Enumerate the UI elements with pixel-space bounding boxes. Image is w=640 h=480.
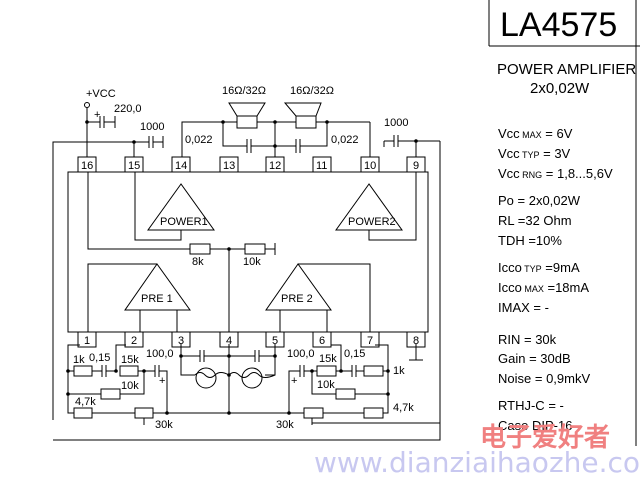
spec-icco-max: Icco MAX =18mA bbox=[498, 280, 589, 295]
svg-text:10k: 10k bbox=[317, 379, 335, 391]
power1-amplifier: POWER1 bbox=[134, 172, 215, 241]
svg-text:0,022: 0,022 bbox=[331, 134, 359, 146]
svg-text:100,0: 100,0 bbox=[146, 348, 174, 360]
pre2-amplifier: PRE 2 bbox=[265, 263, 371, 332]
watermark-url: www.dianziaihaozhe.com bbox=[314, 446, 640, 479]
description-line2: 2x0,02W bbox=[530, 80, 590, 97]
lamp-left bbox=[195, 367, 217, 389]
svg-text:16Ω/32Ω: 16Ω/32Ω bbox=[290, 85, 334, 97]
svg-text:0,15: 0,15 bbox=[344, 348, 365, 360]
spec-rl: RL =32 Ohm bbox=[498, 213, 572, 228]
pin-label: 11 bbox=[316, 160, 327, 172]
svg-text:0,022: 0,022 bbox=[185, 134, 213, 146]
spec-icco-typ: Icco TYP =9mA bbox=[498, 260, 580, 275]
pin-10: 10 bbox=[360, 156, 380, 173]
svg-text:PRE 2: PRE 2 bbox=[281, 293, 313, 305]
pin-13: 13 bbox=[219, 156, 239, 173]
svg-text:1000: 1000 bbox=[384, 117, 408, 129]
pin-label: 3 bbox=[178, 335, 184, 347]
spec-vcc-max: Vcc MAX = 6V bbox=[498, 126, 573, 141]
pin-16: 16 bbox=[77, 156, 97, 173]
pin-14: 14 bbox=[171, 156, 191, 173]
svg-text:30k: 30k bbox=[276, 419, 294, 431]
svg-text:8k: 8k bbox=[192, 256, 204, 268]
spec-po: Po = 2x0,02W bbox=[498, 193, 581, 208]
spec-vcc-rng: Vcc RNG = 1,8...5,6V bbox=[498, 166, 613, 181]
left-input-network: + 1k 0,15 15k 100,0 10k 4,7k 30k bbox=[66, 344, 174, 431]
pin-label: 6 bbox=[319, 335, 325, 347]
speaker-left bbox=[236, 115, 258, 129]
spec-rin: RIN = 30k bbox=[498, 332, 557, 347]
pin-15: 15 bbox=[124, 156, 144, 173]
pin-9: 9 bbox=[406, 156, 426, 173]
top-pin-row: 16 15 14 13 12 11 10 9 bbox=[77, 156, 426, 173]
watermark: 电子爱好者 www.dianziaihaozhe.com bbox=[314, 423, 640, 479]
svg-text:15k: 15k bbox=[319, 353, 337, 365]
pin-6: 6 bbox=[312, 331, 332, 348]
pin-label: 8 bbox=[413, 335, 419, 347]
svg-text:+: + bbox=[159, 375, 165, 387]
svg-text:16Ω/32Ω: 16Ω/32Ω bbox=[222, 85, 266, 97]
pin-label: 7 bbox=[367, 335, 373, 347]
supply-wiring: +VCC + 220,0 1000 1000 bbox=[52, 85, 441, 441]
pin-label: 10 bbox=[364, 160, 376, 172]
feedback-network: 8k 10k bbox=[87, 172, 276, 332]
spec-noise: Noise = 0,9mkV bbox=[498, 371, 590, 386]
svg-text:1000: 1000 bbox=[140, 121, 164, 133]
svg-text:10k: 10k bbox=[121, 380, 139, 392]
output-coupling bbox=[168, 344, 304, 415]
pin-label: 1 bbox=[84, 335, 90, 347]
pin-label: 5 bbox=[272, 335, 278, 347]
pre1-amplifier: PRE 1 bbox=[87, 263, 191, 332]
power2-amplifier: POWER2 bbox=[335, 172, 417, 241]
svg-text:100,0: 100,0 bbox=[287, 348, 315, 360]
spec-imax: IMAX = - bbox=[498, 300, 549, 315]
title-block: LA4575 POWER AMPLIFIER 2x0,02W bbox=[488, 0, 640, 446]
spec-case: Case DIP-16 bbox=[498, 418, 572, 433]
svg-text:220,0: 220,0 bbox=[114, 103, 142, 115]
pin-11: 11 bbox=[312, 156, 332, 173]
svg-text:15k: 15k bbox=[121, 354, 139, 366]
right-input-network: + 15k 0,15 1k 100,0 10k 4,7k 30k bbox=[276, 344, 440, 431]
vcc-terminal bbox=[84, 102, 90, 108]
pin-label: 16 bbox=[81, 160, 93, 172]
svg-text:4,7k: 4,7k bbox=[75, 396, 96, 408]
svg-text:+: + bbox=[94, 109, 100, 121]
pin-2: 2 bbox=[124, 331, 144, 348]
spec-rthj-c: RTHJ-C = - bbox=[498, 398, 564, 413]
spec-vcc-typ: Vcc TYP = 3V bbox=[498, 146, 571, 161]
pin-label: 12 bbox=[269, 160, 281, 172]
pin-12: 12 bbox=[265, 156, 285, 173]
watermark-chinese: 电子爱好者 bbox=[480, 423, 610, 453]
pin-label: 9 bbox=[413, 160, 419, 172]
lamp-right bbox=[241, 367, 263, 389]
svg-text:+: + bbox=[291, 375, 297, 387]
pin-label: 4 bbox=[226, 335, 232, 347]
svg-text:1k: 1k bbox=[73, 354, 85, 366]
pin-label: 2 bbox=[131, 335, 137, 347]
pin-label: 13 bbox=[223, 160, 235, 172]
svg-text:POWER1: POWER1 bbox=[160, 216, 208, 228]
pin-label: 15 bbox=[128, 160, 140, 172]
spec-gain: Gain = 30dB bbox=[498, 351, 571, 366]
svg-text:1k: 1k bbox=[393, 365, 405, 377]
svg-text:4,7k: 4,7k bbox=[393, 402, 414, 414]
resistor-10k bbox=[244, 243, 266, 255]
speaker-right bbox=[295, 115, 317, 129]
pin-1: 1 bbox=[77, 331, 97, 348]
svg-text:POWER2: POWER2 bbox=[348, 216, 396, 228]
svg-text:PRE 1: PRE 1 bbox=[141, 293, 173, 305]
spec-tdh: TDH =10% bbox=[498, 233, 562, 248]
pin-label: 14 bbox=[175, 160, 187, 172]
bottom-pin-row: 1 2 3 4 5 6 7 8 bbox=[77, 331, 426, 348]
spec-list: Vcc MAX = 6V Vcc TYP = 3V Vcc RNG = 1,8...… bbox=[498, 126, 613, 433]
svg-text:10k: 10k bbox=[243, 256, 261, 268]
description-line1: POWER AMPLIFIER bbox=[497, 61, 636, 78]
svg-text:30k: 30k bbox=[155, 419, 173, 431]
svg-text:0,15: 0,15 bbox=[89, 352, 110, 364]
vcc-label: +VCC bbox=[86, 88, 116, 100]
part-number: LA4575 bbox=[500, 6, 617, 44]
resistor-8k bbox=[189, 243, 211, 255]
